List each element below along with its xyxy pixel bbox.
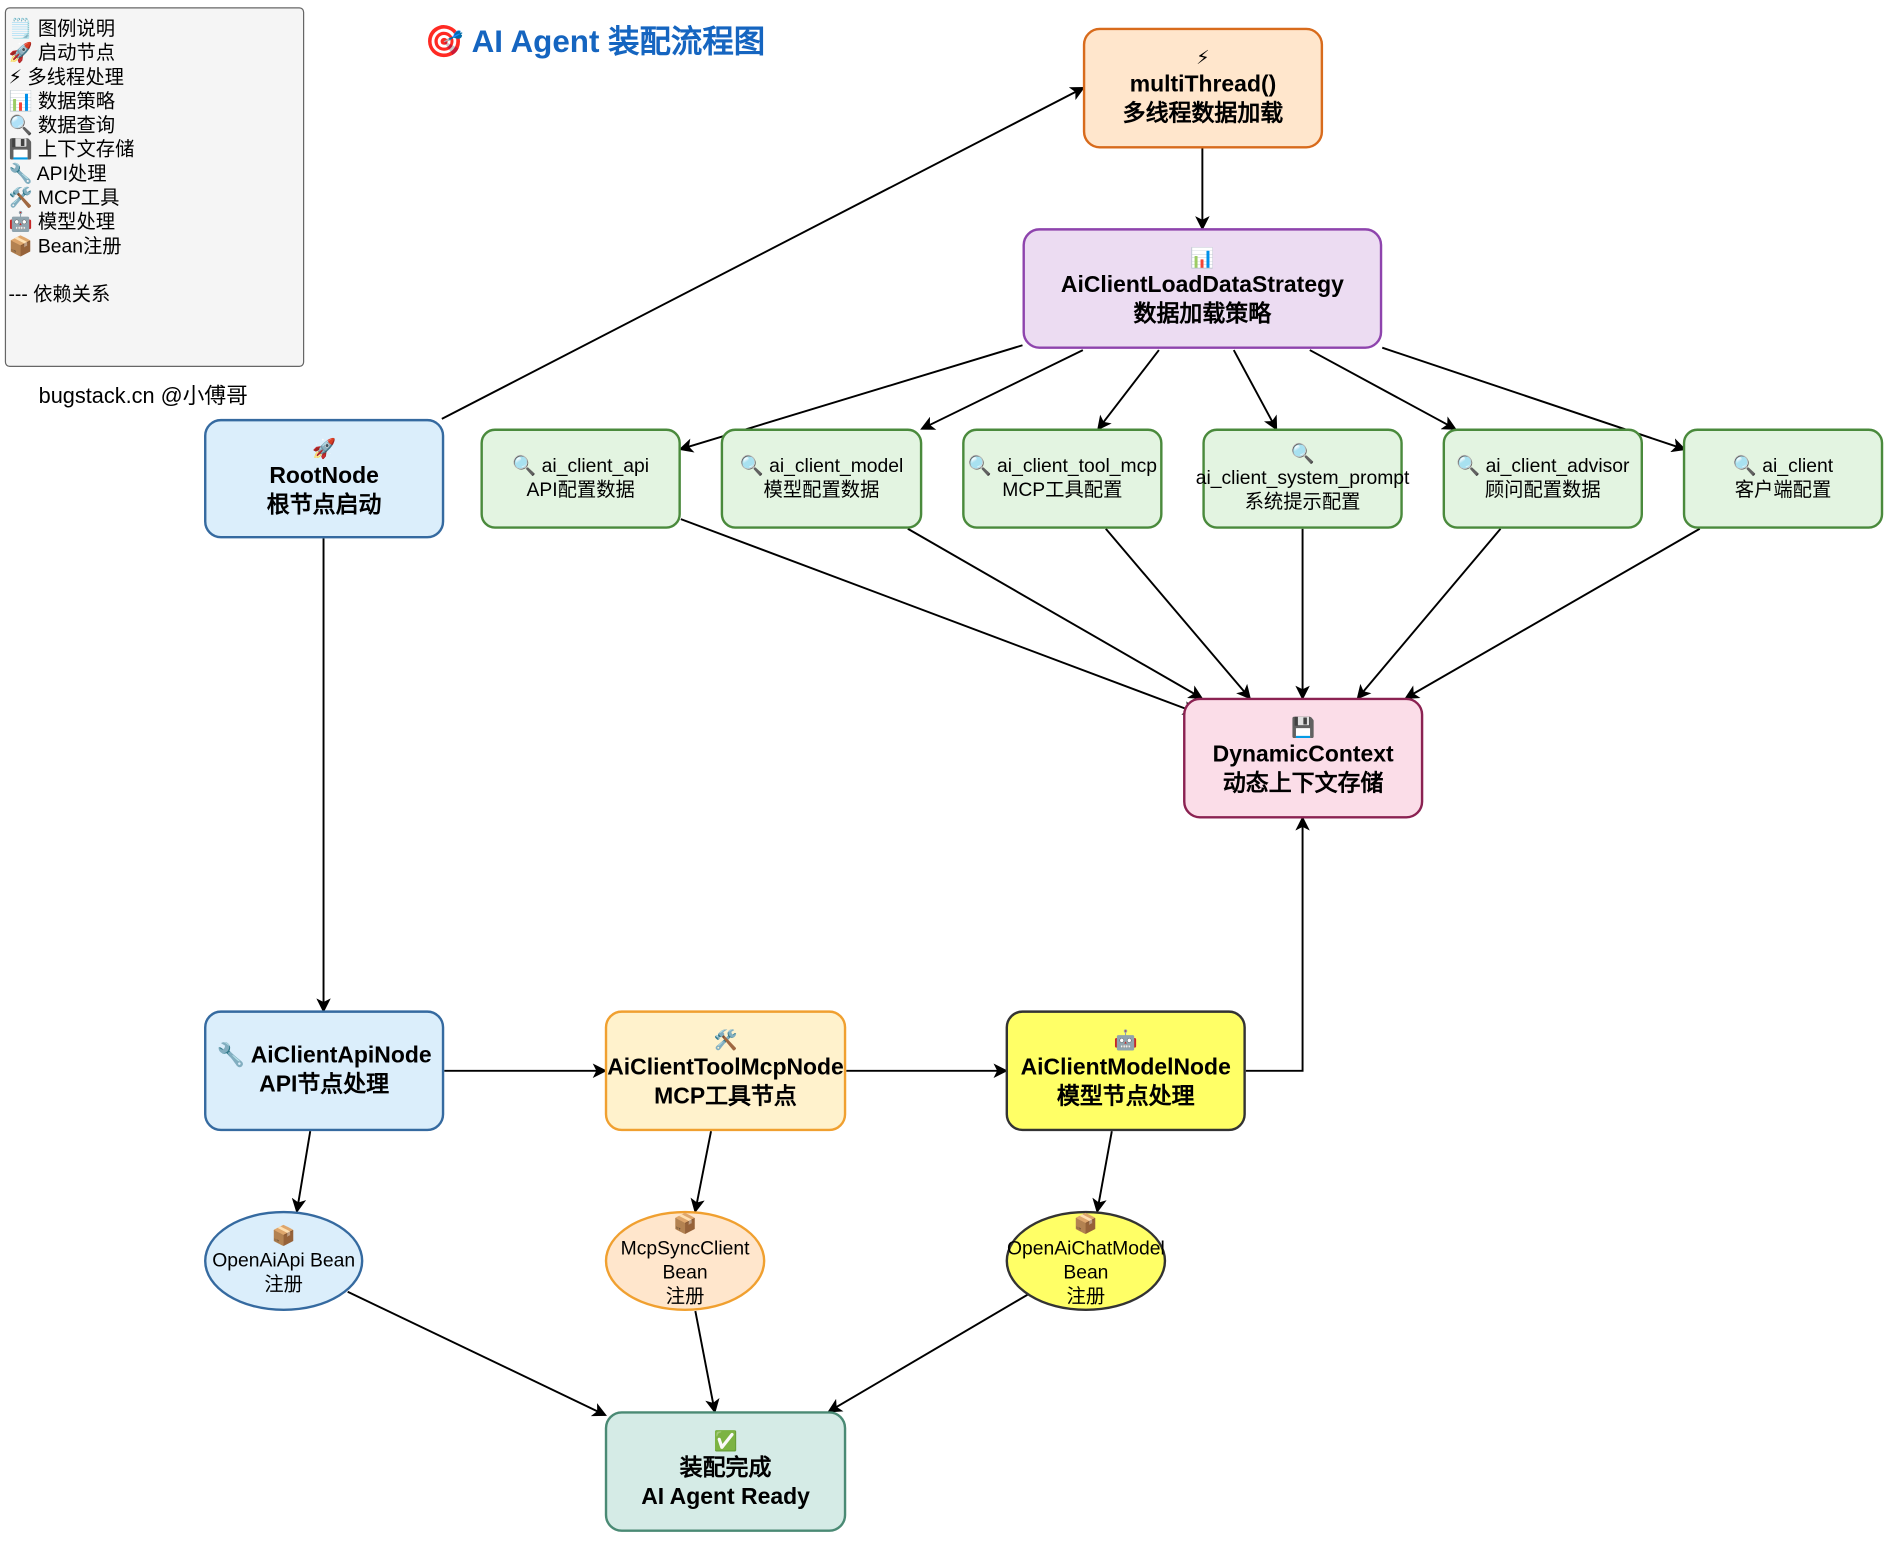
node-ready[interactable]: ✅ 装配完成 AI Agent Ready <box>604 1411 847 1532</box>
edge-toolNode-to-beanMcp <box>690 1130 712 1214</box>
edge-q_client-to-context <box>1404 527 1701 699</box>
node-sublabel: 动态上下文存储 <box>1222 771 1384 797</box>
package-icon: 📦 <box>673 1213 698 1235</box>
legend-gap <box>8 260 303 284</box>
node-label: ai_client_system_prompt <box>1195 467 1410 489</box>
legend-item-title: 🗒️ 图例说明 <box>8 19 116 40</box>
node-bean-openaichatmodel[interactable]: 📦 OpenAiChatModel Bean 注册 <box>1005 1210 1167 1312</box>
legend-item-multithread: ⚡ 多线程处理 <box>8 67 124 89</box>
node-sublabel: 系统提示配置 <box>1244 491 1361 513</box>
node-tool-mcp[interactable]: 🛠️ AiClientToolMcpNode MCP工具节点 <box>604 1010 847 1132</box>
legend-box: 🗒️ 图例说明 🚀 启动节点 ⚡ 多线程处理 📊 数据策略 🔍 数据查询 💾 上… <box>4 7 305 367</box>
node-query-api[interactable]: 🔍 ai_client_api API配置数据 <box>480 428 681 529</box>
node-sublabel-2: 注册 <box>1066 1286 1106 1307</box>
node-bean-mcpsyncclient[interactable]: 📦 McpSyncClient Bean 注册 <box>604 1210 766 1312</box>
node-label: McpSyncClient <box>620 1237 750 1259</box>
edge-beanChat-to-ready <box>827 1293 1030 1413</box>
node-label: 🔍 ai_client_advisor <box>1456 455 1630 477</box>
legend-item-api: 🔧 API处理 <box>8 164 107 185</box>
node-label: OpenAiApi Bean <box>212 1250 356 1271</box>
rocket-icon: 🚀 <box>312 438 337 460</box>
node-label: OpenAiChatModel <box>1006 1237 1165 1259</box>
edge-strategy-to-q_tool <box>1097 349 1160 431</box>
lightning-icon: ⚡ <box>1196 48 1210 69</box>
node-label: 🔍 ai_client_tool_mcp <box>967 455 1158 477</box>
node-bean-openaiapi[interactable]: 📦 OpenAiApi Bean 注册 <box>204 1210 364 1312</box>
floppy-disk-icon: 💾 <box>1291 718 1316 739</box>
node-multithread[interactable]: ⚡ multiThread() 多线程数据加载 <box>1082 27 1324 149</box>
package-icon: 📦 <box>271 1225 296 1247</box>
node-api[interactable]: 🔧 AiClientApiNode API节点处理 <box>204 1010 445 1132</box>
node-query-advisor[interactable]: 🔍 ai_client_advisor 顾问配置数据 <box>1442 428 1643 529</box>
node-sublabel: 模型配置数据 <box>763 479 880 501</box>
node-sublabel: 数据加载策略 <box>1133 301 1272 328</box>
node-sublabel: Bean <box>1063 1262 1109 1283</box>
tools-icon: 🛠️ <box>713 1030 738 1052</box>
node-label: AiClientModelNode <box>1020 1055 1231 1081</box>
node-load-data-strategy[interactable]: 📊 AiClientLoadDataStrategy 数据加载策略 <box>1022 228 1383 349</box>
node-query-model[interactable]: 🔍 ai_client_model 模型配置数据 <box>720 428 923 529</box>
legend-item-context: 💾 上下文存储 <box>8 140 135 161</box>
node-label: 装配完成 <box>679 1455 772 1482</box>
node-label: 🔍 ai_client_model <box>739 455 904 477</box>
node-label: DynamicContext <box>1212 742 1394 768</box>
legend-item-mcp: 🛠️ MCP工具 <box>8 188 120 209</box>
node-label: AiClientLoadDataStrategy <box>1060 272 1344 299</box>
edge-q_model-to-context <box>907 527 1204 699</box>
package-icon: 📦 <box>1073 1213 1098 1235</box>
node-sublabel: API节点处理 <box>259 1071 390 1098</box>
edge-q_advisor-to-context <box>1356 528 1502 700</box>
node-sublabel: 注册 <box>264 1274 304 1295</box>
node-label: 🔧 AiClientApiNode <box>216 1043 432 1069</box>
search-icon: 🔍 <box>1290 443 1315 465</box>
edge-beanApi-to-ready <box>347 1290 607 1417</box>
edge-beanMcp-to-ready <box>694 1310 720 1414</box>
legend-item-query: 🔍 数据查询 <box>8 115 116 137</box>
legend-item-model: 🤖 模型处理 <box>8 212 116 233</box>
node-label: 🔍 ai_client <box>1732 455 1834 477</box>
edge-strategy-to-q_advisor <box>1309 349 1457 430</box>
node-sublabel-2: 注册 <box>665 1286 705 1307</box>
edge-root-to-multiThread <box>441 87 1086 420</box>
node-label: RootNode <box>269 462 379 489</box>
edge-apiNode-to-beanApi <box>291 1130 312 1214</box>
node-sublabel: API配置数据 <box>526 479 635 501</box>
node-query-tool-mcp[interactable]: 🔍 ai_client_tool_mcp MCP工具配置 <box>962 428 1163 529</box>
node-sublabel: MCP工具配置 <box>1002 479 1123 501</box>
node-sublabel: 模型节点处理 <box>1056 1084 1195 1110</box>
node-query-client[interactable]: 🔍 ai_client 客户端配置 <box>1682 428 1884 529</box>
bar-chart-icon: 📊 <box>1190 248 1215 270</box>
edge-strategy-to-q_model <box>920 349 1084 430</box>
legend-item-dependency: --- 依赖关系 <box>8 284 111 306</box>
node-sublabel: Bean <box>662 1262 708 1283</box>
legend-item-bean: 📦 Bean注册 <box>8 236 122 258</box>
edge-q_api-to-context <box>680 518 1198 715</box>
robot-icon: 🤖 <box>1113 1030 1138 1052</box>
node-root[interactable]: 🚀 RootNode 根节点启动 <box>204 418 445 539</box>
edge-modelNode-to-context <box>1245 816 1310 1072</box>
node-model[interactable]: 🤖 AiClientModelNode 模型节点处理 <box>1005 1010 1246 1132</box>
node-sublabel: 客户端配置 <box>1734 479 1832 501</box>
credit-text: bugstack.cn @小傅哥 <box>38 383 248 409</box>
node-dynamic-context[interactable]: 💾 DynamicContext 动态上下文存储 <box>1183 697 1424 819</box>
node-sublabel: MCP工具节点 <box>654 1084 797 1110</box>
node-label: AiClientToolMcpNode <box>607 1055 844 1081</box>
node-sublabel: 根节点启动 <box>266 491 382 518</box>
node-sublabel: 顾问配置数据 <box>1484 479 1601 501</box>
node-query-system-prompt[interactable]: 🔍 ai_client_system_prompt 系统提示配置 <box>1196 428 1409 529</box>
edge-q_tool-to-context <box>1105 528 1252 700</box>
check-mark-icon: ✅ <box>713 1431 738 1453</box>
diagram-title: 🎯 AI Agent 装配流程图 <box>424 22 766 60</box>
edge-strategy-to-q_prompt <box>1232 349 1278 431</box>
node-sublabel: 多线程数据加载 <box>1122 101 1284 127</box>
edge-modelNode-to-beanChat <box>1092 1130 1113 1214</box>
legend-item-start: 🚀 启动节点 <box>8 43 116 64</box>
node-label: multiThread() <box>1129 72 1277 98</box>
node-label: 🔍 ai_client_api <box>512 455 650 477</box>
legend-item-strategy: 📊 数据策略 <box>8 91 116 113</box>
node-sublabel: AI Agent Ready <box>641 1484 810 1511</box>
